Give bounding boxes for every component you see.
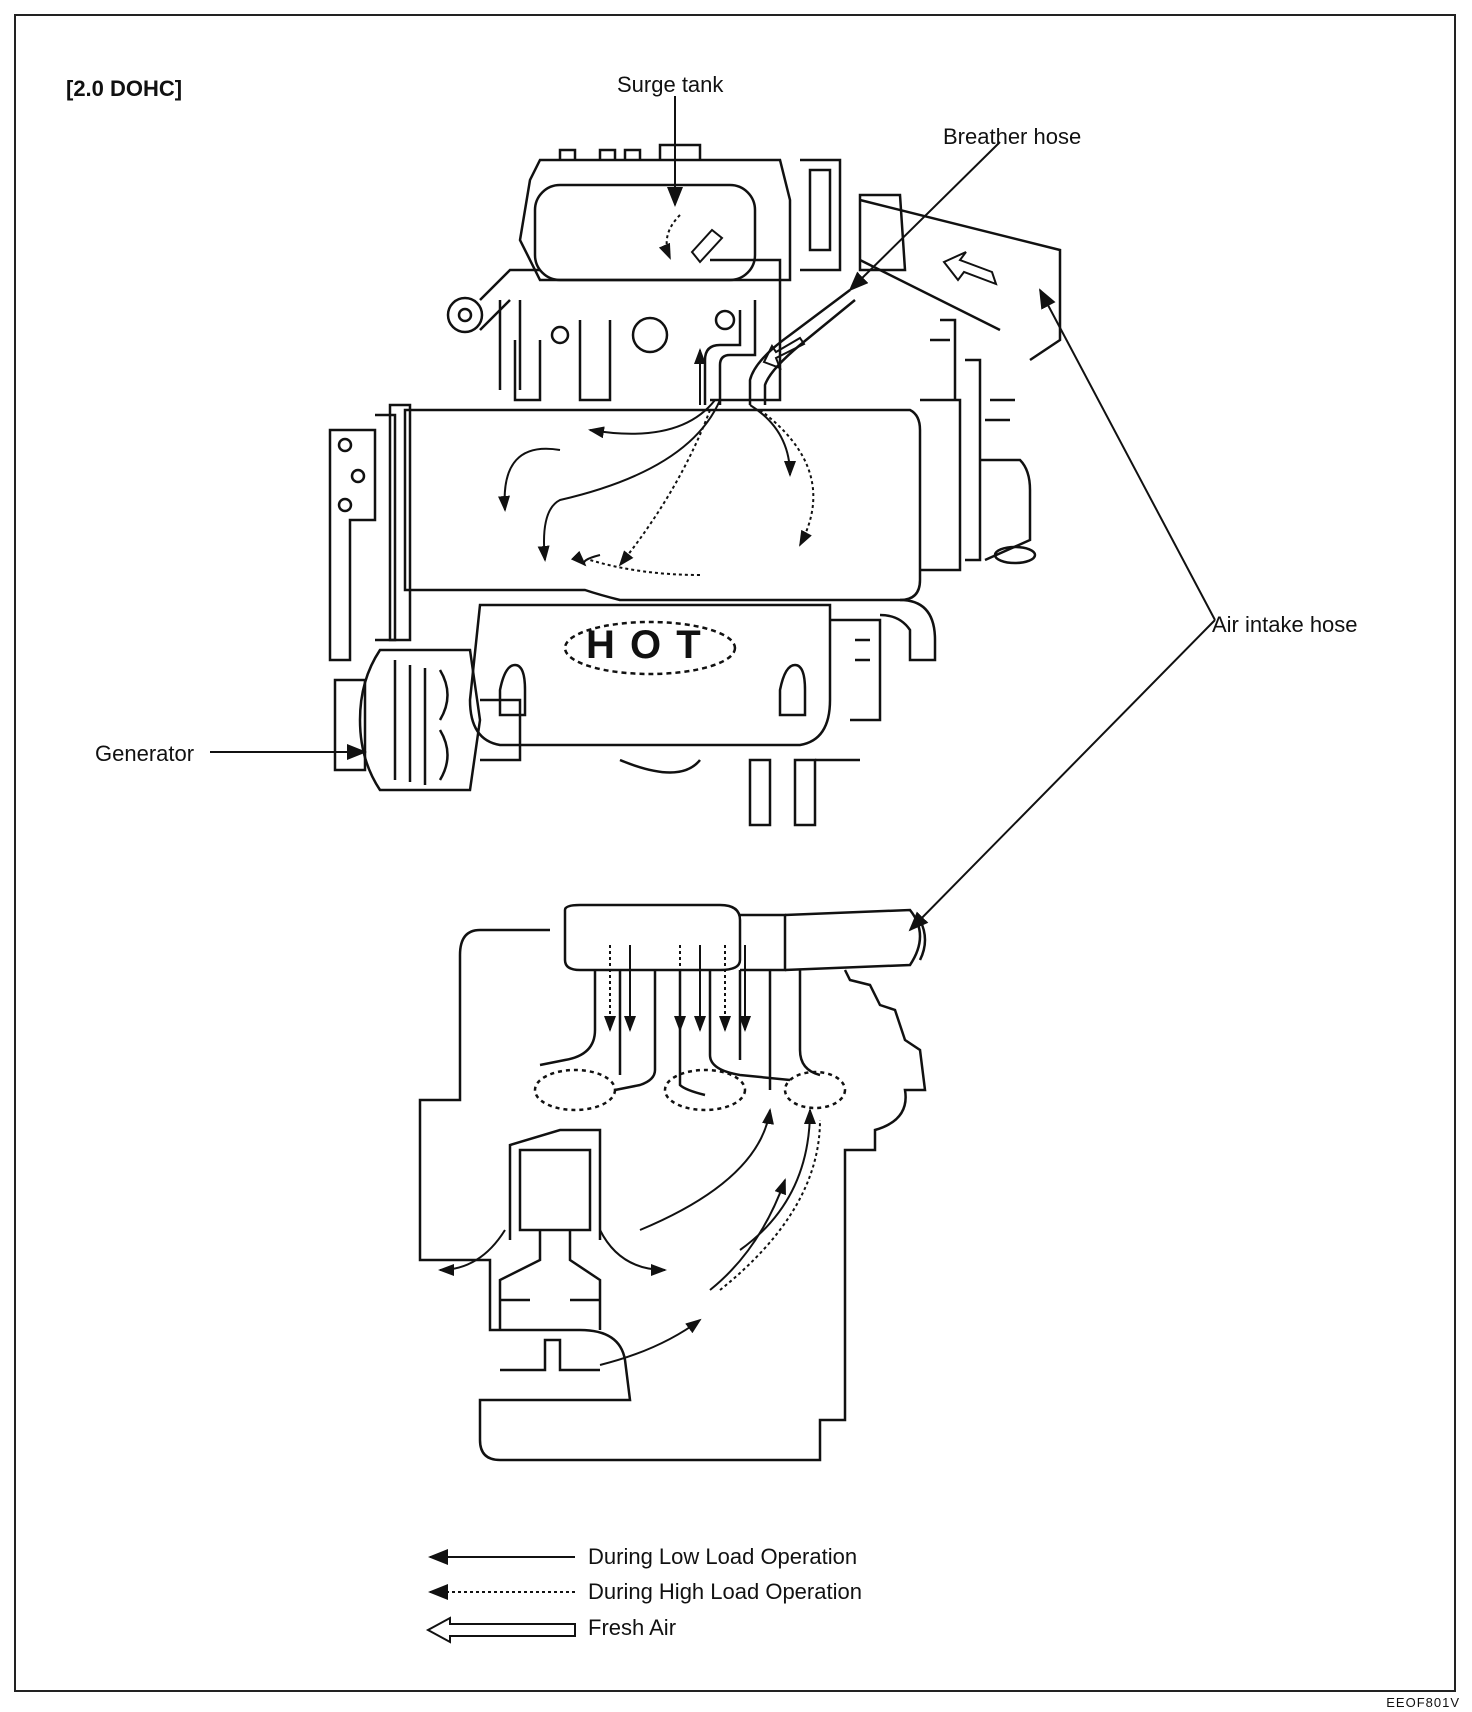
figure-code: EEOF801V: [1386, 1695, 1460, 1710]
head-cover-flow-arrows: [498, 348, 815, 576]
exhaust-manifold-cover: [468, 603, 832, 747]
breather-hose-leader: [848, 141, 1001, 292]
fresh-air-arrow-duct: [942, 251, 998, 286]
hot-warning-label: H O T: [586, 623, 703, 667]
generator-label: Generator: [95, 741, 195, 766]
air-intake-hose-leader-top: [1039, 288, 1216, 621]
piston: [518, 1148, 592, 1232]
engine-cross-section: [418, 903, 927, 1462]
air-intake-hose: [784, 908, 922, 972]
breather-hose-label: Breather hose: [943, 124, 1082, 149]
intake-plenum: [563, 903, 742, 972]
legend-symbols: [425, 1549, 576, 1644]
cross-section-flow-arrows: [438, 945, 821, 1366]
breather-tube-2: [748, 289, 856, 405]
surge-tank: [533, 183, 757, 282]
generator: [358, 648, 482, 792]
fresh-air-arrow-breather: [762, 336, 806, 370]
leader-lines: [210, 96, 1216, 932]
legend-fresh-air-text: Fresh Air: [588, 1615, 677, 1640]
legend-low-load-text: During Low Load Operation: [588, 1544, 858, 1569]
legend-fresh-air-arrow: [425, 1616, 576, 1644]
figure-frame: [14, 14, 1456, 1692]
idler-pulley: [446, 296, 484, 334]
air-intake-hose-leader-bottom: [908, 619, 1216, 932]
legend-high-load-text: During High Load Operation: [588, 1579, 862, 1604]
engine-top-view: [328, 143, 1062, 827]
cylinder-head-cover: [403, 408, 922, 602]
air-intake-hose-label: Air intake hose: [1212, 612, 1358, 637]
breather-tube-1: [703, 300, 757, 405]
surge-tank-flow: [658, 214, 998, 370]
engine-variant-label: [2.0 DOHC]: [66, 76, 183, 101]
surge-tank-label: Surge tank: [617, 72, 724, 97]
